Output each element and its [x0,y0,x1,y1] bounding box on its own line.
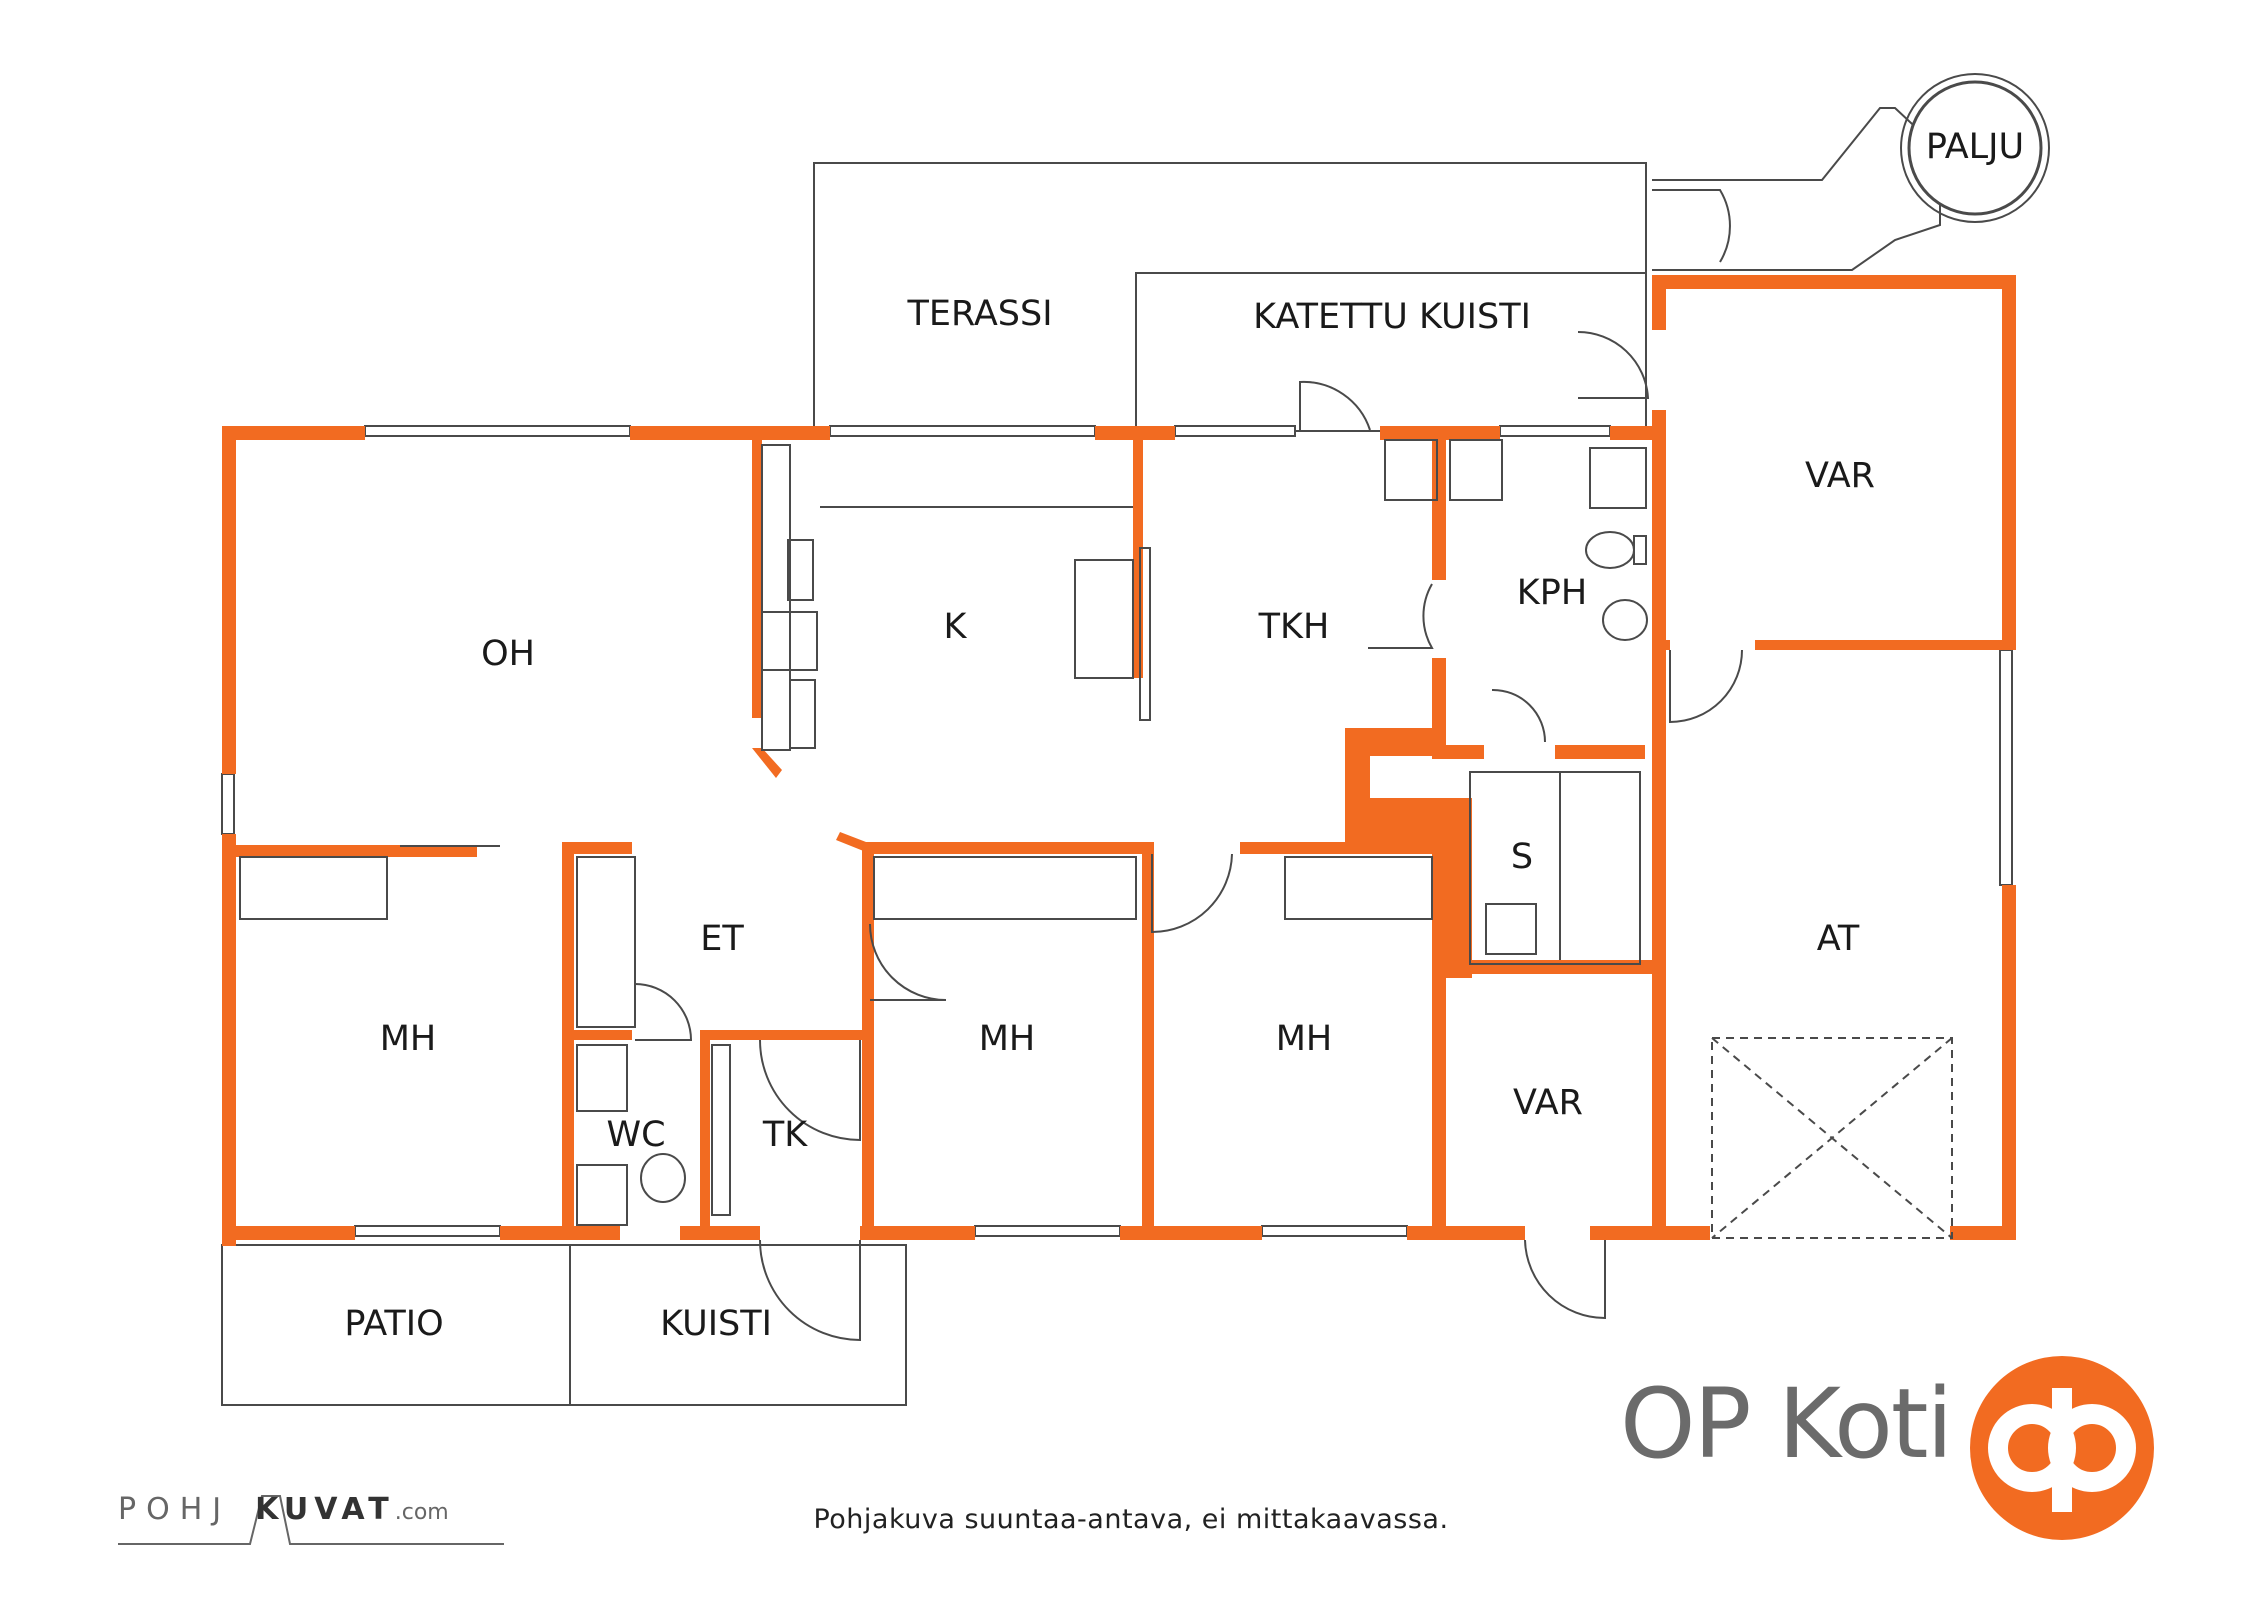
room-label-wc: WC [606,1115,665,1155]
brand-name: OP Koti [1620,1368,1953,1480]
room-label-terassi: TERASSI [906,294,1052,334]
fixtures [239,439,1953,1239]
room-label-s: S [1511,837,1533,877]
hot-tub [1900,73,2050,223]
room-label-mh-right: MH [1276,1019,1333,1059]
terrace-door-swing [1652,189,1731,263]
walls [222,275,2016,1246]
room-label-et: ET [700,919,744,959]
pohjakuvat-logo-part1: POHJ [118,1492,232,1527]
op-logo-icon [1970,1356,2154,1540]
pohjakuvat-logo-mark [118,1495,504,1545]
room-label-var-bottom: VAR [1513,1083,1583,1123]
room-label-var-top: VAR [1805,456,1875,496]
room-label-tk: TK [762,1115,808,1155]
room-label-tkh: TKH [1258,607,1330,647]
room-label-oh: OH [481,634,535,674]
pohjakuvat-logo-part3: .com [394,1500,449,1525]
outdoor-structures [221,107,1941,1406]
room-labels: PALJU TERASSI KATETTU KUISTI VAR OH K TK… [344,127,2024,1344]
room-label-palju: PALJU [1926,127,2024,167]
room-label-patio: PATIO [344,1304,443,1344]
room-label-katettu-kuisti: KATETTU KUISTI [1253,297,1531,337]
windows [221,425,2013,1237]
room-label-kuisti: KUISTI [660,1304,772,1344]
room-label-mh-center: MH [979,1019,1036,1059]
doors [400,330,1743,1342]
kuisti-outline [569,1244,907,1406]
pohjakuvat-logo: POHJ KUVAT.com [118,1492,449,1527]
room-label-at: AT [1817,919,1860,959]
room-label-k: K [944,607,968,647]
room-label-mh-left: MH [380,1019,437,1059]
disclaimer-caption: Pohjakuva suuntaa-antava, ei mittakaavas… [813,1504,1449,1535]
pohjakuvat-logo-part2: KUVAT [255,1492,395,1527]
room-label-kph: KPH [1517,573,1587,613]
